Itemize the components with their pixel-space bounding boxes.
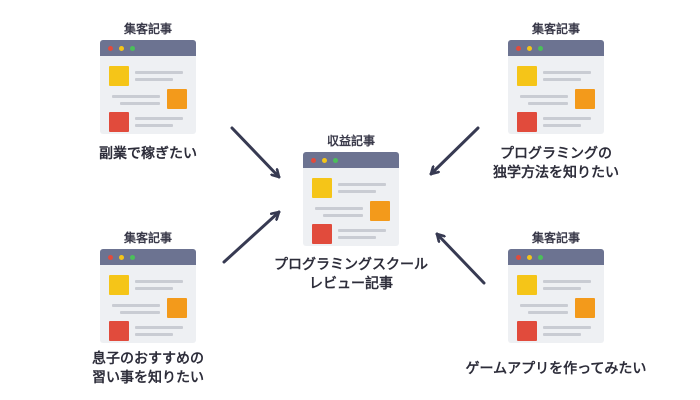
card-bottom-left: 集客記事	[100, 230, 196, 343]
card-top-right: 集客記事	[508, 21, 604, 134]
text-line	[135, 78, 173, 81]
text-line	[543, 333, 581, 336]
yellow-dot-icon	[119, 46, 124, 51]
text-line	[543, 124, 581, 127]
text-line	[528, 102, 568, 105]
arrow-bottom-left	[222, 210, 281, 264]
red-dot-icon	[108, 46, 113, 51]
arrow-bottom-right	[435, 232, 486, 285]
text-line	[135, 287, 173, 290]
text-line	[520, 95, 568, 98]
yellow-dot-icon	[119, 255, 124, 260]
text-line	[543, 117, 591, 120]
text-line	[543, 280, 591, 283]
text-line	[338, 236, 376, 239]
text-line	[112, 304, 160, 307]
red-dot-icon	[108, 255, 113, 260]
label-line: 息子のおすすめの	[92, 351, 204, 367]
text-line	[338, 229, 386, 232]
article-window-icon	[508, 40, 604, 134]
card-title: 集客記事	[123, 22, 172, 36]
image-block-icon	[517, 321, 537, 341]
window-title-bar	[100, 249, 196, 265]
image-block-icon	[312, 178, 332, 198]
yellow-dot-icon	[322, 158, 327, 163]
card-center: 収益記事	[303, 133, 399, 246]
text-line	[120, 311, 160, 314]
article-window-icon	[100, 249, 196, 343]
text-line	[135, 117, 183, 120]
green-dot-icon	[130, 255, 135, 260]
text-line	[543, 326, 591, 329]
card-top-left: 集客記事	[100, 21, 196, 134]
text-line	[520, 304, 568, 307]
yellow-dot-icon	[527, 255, 532, 260]
card-bottom-right: 集客記事	[508, 230, 604, 343]
image-block-icon	[109, 66, 129, 86]
image-block-icon	[109, 112, 129, 132]
arrow-top-right	[429, 126, 480, 176]
label-top-left: 副業で稼ぎたい	[99, 146, 197, 162]
yellow-dot-icon	[527, 46, 532, 51]
text-line	[338, 190, 376, 193]
label-bottom-right: ゲームアプリを作ってみたい	[465, 361, 647, 377]
image-block-icon	[109, 275, 129, 295]
image-block-icon	[370, 201, 390, 221]
article-window-icon	[508, 249, 604, 343]
text-line	[323, 214, 363, 217]
label-bottom-left: 息子のおすすめの 習い事を知りたい	[63, 350, 233, 388]
window-title-bar	[100, 40, 196, 56]
window-title-bar	[508, 40, 604, 56]
red-dot-icon	[516, 46, 521, 51]
label-top-right: プログラミングの 独学方法を知りたい	[466, 145, 646, 183]
article-window-icon	[303, 152, 399, 246]
image-block-icon	[517, 275, 537, 295]
image-block-icon	[167, 89, 187, 109]
text-line	[120, 102, 160, 105]
text-line	[315, 207, 363, 210]
green-dot-icon	[130, 46, 135, 51]
image-block-icon	[575, 89, 595, 109]
label-line: 独学方法を知りたい	[493, 165, 619, 181]
image-block-icon	[575, 298, 595, 318]
red-dot-icon	[516, 255, 521, 260]
green-dot-icon	[538, 255, 543, 260]
window-title-bar	[508, 249, 604, 265]
text-line	[528, 311, 568, 314]
text-line	[543, 71, 591, 74]
label-line: 習い事を知りたい	[92, 370, 204, 386]
image-block-icon	[312, 224, 332, 244]
label-center: プログラミングスクール レビュー記事	[236, 256, 466, 294]
image-block-icon	[167, 298, 187, 318]
article-window-icon	[100, 40, 196, 134]
card-title: 集客記事	[123, 231, 172, 245]
text-line	[112, 95, 160, 98]
arrow-top-left	[230, 126, 281, 179]
label-line: プログラミングスクール	[274, 257, 428, 273]
text-line	[135, 333, 173, 336]
text-line	[135, 71, 183, 74]
green-dot-icon	[333, 158, 338, 163]
label-line: レビュー記事	[309, 276, 393, 292]
card-title: 集客記事	[531, 22, 580, 36]
red-dot-icon	[311, 158, 316, 163]
image-block-icon	[517, 112, 537, 132]
text-line	[543, 287, 581, 290]
green-dot-icon	[538, 46, 543, 51]
text-line	[135, 280, 183, 283]
card-title: 集客記事	[531, 231, 580, 245]
text-line	[135, 124, 173, 127]
window-title-bar	[303, 152, 399, 168]
text-line	[135, 326, 183, 329]
image-block-icon	[517, 66, 537, 86]
text-line	[338, 183, 386, 186]
image-block-icon	[109, 321, 129, 341]
card-title: 収益記事	[326, 134, 375, 148]
label-line: プログラミングの	[500, 146, 612, 162]
text-line	[543, 78, 581, 81]
